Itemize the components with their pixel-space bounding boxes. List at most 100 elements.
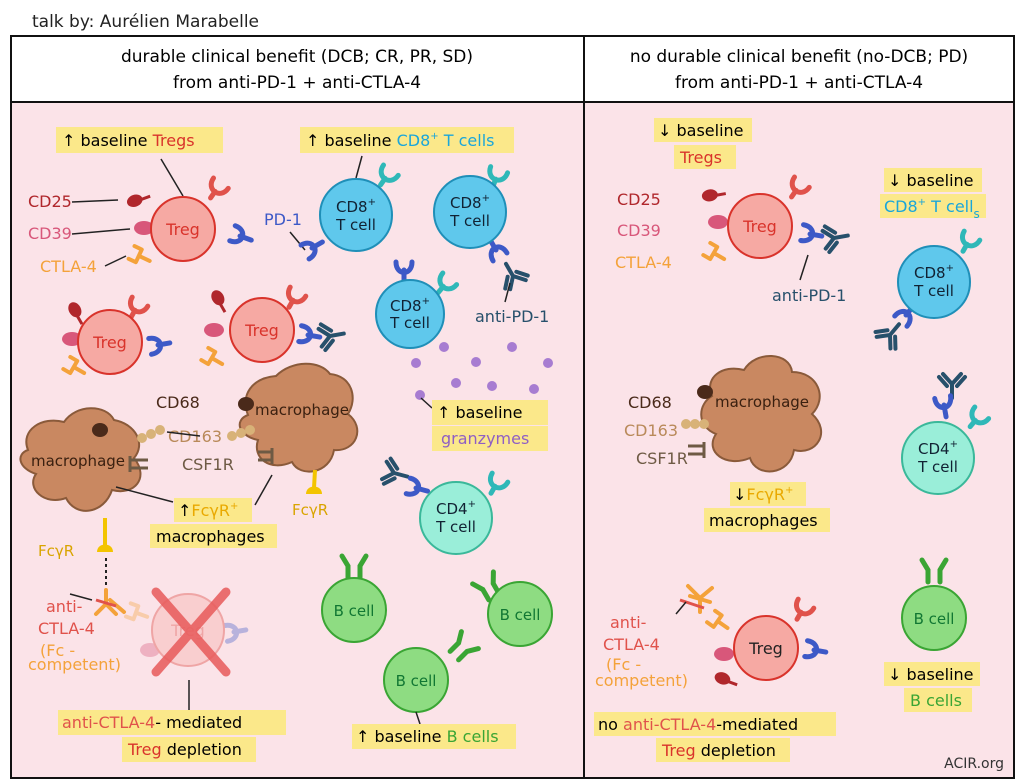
- svg-text:B cell: B cell: [334, 602, 375, 620]
- svg-text:CD8+: CD8+: [914, 263, 954, 282]
- marker-anti-ctla4-a: anti-: [46, 597, 82, 616]
- marker-fc-a-r: (Fc -: [606, 655, 641, 674]
- svg-text:T cell: T cell: [335, 216, 376, 234]
- note-down-fcgr-r: ↓FcγR+: [733, 485, 793, 504]
- label-highlight: [656, 738, 790, 762]
- note-up-baseline-bcells: ↑ baseline B cells: [356, 727, 499, 746]
- label-highlight: [674, 145, 736, 169]
- macrophage: macrophage: [681, 355, 823, 473]
- watermark: ACIR.org: [944, 756, 1004, 772]
- note-cd8-tcells-r: CD8+ T cells: [884, 197, 980, 221]
- label-highlight: [730, 482, 806, 506]
- label-highlight: [150, 524, 277, 548]
- label-highlight: [174, 498, 252, 522]
- note-down-baseline-cd8-r: ↓ baseline: [888, 171, 974, 190]
- label-highlight: [300, 127, 514, 153]
- credit-text: talk by: Aurélien Marabelle: [32, 12, 259, 32]
- treg-cell: Treg: [61, 297, 171, 382]
- cross-out-icon: [151, 587, 231, 677]
- svg-text:Treg: Treg: [244, 321, 279, 340]
- marker-cd68: CD68: [156, 393, 200, 412]
- marker-csf1r-r: CSF1R: [636, 449, 688, 468]
- svg-text:CD4+: CD4+: [436, 499, 476, 518]
- svg-text:macrophage: macrophage: [715, 393, 809, 411]
- note-down-baseline-r: ↓ baseline: [658, 121, 744, 140]
- b-cell: B cell: [901, 560, 967, 651]
- note-granzymes: granzymes: [441, 429, 529, 448]
- marker-anti-ctla4-b: CTLA-4: [38, 619, 95, 638]
- label-highlight: [654, 118, 752, 142]
- marker-anti-pd1-r: anti-PD-1: [772, 286, 846, 305]
- svg-text:macrophage: macrophage: [31, 452, 125, 470]
- svg-text:CD8+: CD8+: [336, 197, 376, 216]
- label-highlight: [904, 688, 972, 712]
- label-highlight: [122, 737, 256, 762]
- svg-text:T cell: T cell: [917, 458, 958, 476]
- macrophage: macrophage: [19, 407, 165, 552]
- svg-text:macrophage: macrophage: [255, 401, 349, 419]
- svg-text:Treg: Treg: [742, 217, 777, 236]
- marker-cd39-r: CD39: [617, 221, 661, 240]
- marker-ctla4: CTLA-4: [40, 257, 97, 276]
- cd8-t-cell: CD8+ T cell: [871, 231, 980, 354]
- treg-cell: Treg: [123, 178, 254, 270]
- marker-csf1r: CSF1R: [182, 455, 234, 474]
- label-highlight: [704, 508, 830, 532]
- marker-cd163: CD163: [168, 427, 222, 446]
- svg-text:CD8+: CD8+: [390, 296, 430, 315]
- macrophage: macrophage: [227, 362, 359, 494]
- note-b-cells-r: B cells: [910, 691, 962, 710]
- svg-text:B cell: B cell: [500, 606, 541, 624]
- marker-cd39: CD39: [28, 224, 72, 243]
- cd8-t-cell: CD8+ T cell: [375, 262, 457, 349]
- marker-cd25-r: CD25: [617, 190, 661, 209]
- svg-text:T cell: T cell: [913, 282, 954, 300]
- granzyme-dots: [411, 342, 553, 400]
- marker-ctla4-r: CTLA-4: [615, 253, 672, 272]
- note-anti-ctla4-mediated: anti-CTLA-4- mediated: [62, 713, 242, 732]
- svg-text:CD8+: CD8+: [450, 193, 490, 212]
- marker-fc-b: competent): [28, 655, 121, 674]
- svg-text:B cell: B cell: [914, 610, 955, 628]
- right-header: [583, 35, 1015, 103]
- marker-cd163-r: CD163: [624, 421, 678, 440]
- treg-cell: Treg: [705, 599, 827, 691]
- marker-anti-ctla4-b-r: CTLA-4: [603, 635, 660, 654]
- label-highlight: [432, 400, 548, 425]
- b-cell: B cell: [473, 572, 553, 647]
- label-highlight: [880, 194, 986, 218]
- marker-pd1: PD-1: [264, 210, 302, 229]
- note-up-baseline-tregs: ↑ baseline Tregs: [62, 131, 195, 150]
- cd8-t-cell: CD8+ T cell: [433, 167, 532, 294]
- note-up-baseline-granzymes: ↑ baseline: [437, 403, 523, 422]
- marker-fcgr-left: FcγR: [38, 542, 74, 560]
- note-no-anti-ctla4: no anti-CTLA-4-mediated: [598, 715, 798, 734]
- cd4-t-cell: CD4+ T cell: [901, 372, 989, 495]
- left-header-line2: from anti-PD-1 + anti-CTLA-4: [173, 73, 421, 93]
- b-cell: B cell: [383, 632, 478, 713]
- label-highlight: [58, 710, 286, 735]
- label-highlight: [884, 662, 980, 686]
- marker-cd25: CD25: [28, 192, 72, 211]
- anti-ctla4-antibody: [679, 584, 714, 614]
- label-highlight: [352, 724, 516, 749]
- right-header-line1: no durable clinical benefit (no-DCB; PD): [630, 47, 968, 67]
- svg-text:T cell: T cell: [389, 314, 430, 332]
- left-header-line1: durable clinical benefit (DCB; CR, PR, S…: [121, 47, 473, 67]
- label-highlight: [56, 127, 223, 153]
- svg-text:Treg: Treg: [165, 220, 200, 239]
- note-up-fcgr: ↑FcγR+: [178, 501, 238, 520]
- label-highlight: [432, 426, 548, 451]
- note-macrophages: macrophages: [156, 527, 265, 546]
- svg-text:Treg: Treg: [748, 639, 783, 658]
- b-cell: B cell: [321, 556, 387, 643]
- marker-cd68-r: CD68: [628, 393, 672, 412]
- marker-fcgr: FcγR: [292, 501, 328, 519]
- note-macrophages-r: macrophages: [709, 511, 818, 530]
- cd8-t-cell: CD8+ T cell: [301, 165, 398, 259]
- note-treg-depletion-r: Treg depletion: [661, 741, 776, 760]
- right-header-line2: from anti-PD-1 + anti-CTLA-4: [675, 73, 923, 93]
- svg-text:T cell: T cell: [449, 212, 490, 230]
- treg-cell: Treg: [199, 287, 349, 373]
